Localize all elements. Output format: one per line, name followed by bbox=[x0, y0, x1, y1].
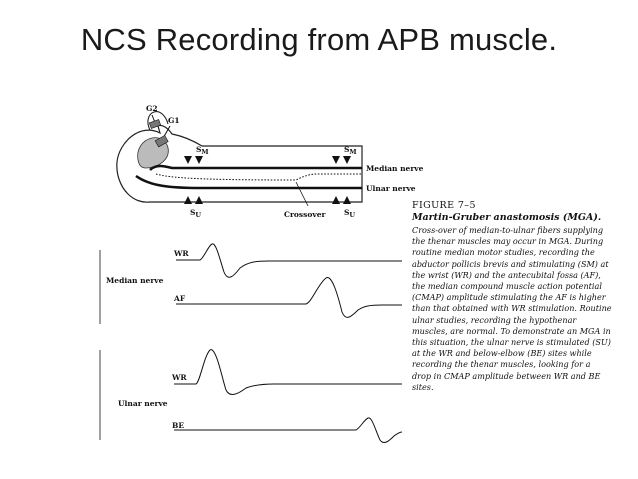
trace-median-wr bbox=[176, 243, 402, 278]
median-nerve-label: Median nerve bbox=[366, 164, 424, 173]
median-wr-label: WR bbox=[173, 249, 189, 258]
stim-ulnar-elbow: SU bbox=[332, 196, 355, 219]
ulnar-group-label: Ulnar nerve bbox=[118, 399, 168, 408]
caption-subtitle: Martin-Gruber anastomosis (MGA). bbox=[412, 212, 602, 223]
hand-outline bbox=[116, 124, 363, 203]
stim-ulnar-wrist: SU bbox=[184, 196, 203, 219]
svg-text:SM: SM bbox=[344, 145, 357, 156]
electrode-g2-label: G2 bbox=[146, 104, 158, 113]
stim-median-wrist: SM bbox=[184, 145, 209, 164]
crossover-fibers bbox=[155, 173, 362, 181]
electrode-g1-label: G1 bbox=[168, 116, 180, 125]
caption-body: Cross-over of median-to-ulnar fibers sup… bbox=[412, 225, 612, 392]
figure-caption: FIGURE 7–5 Martin-Gruber anastomosis (MG… bbox=[412, 200, 612, 393]
slide-title: NCS Recording from APB muscle. bbox=[80, 22, 558, 57]
svg-text:SU: SU bbox=[344, 208, 355, 219]
ulnar-be-label: BE bbox=[172, 421, 184, 430]
trace-ulnar-wr bbox=[174, 349, 402, 395]
electrode-g1: G1 bbox=[154, 116, 180, 148]
crossover-label: Crossover bbox=[284, 210, 327, 219]
median-af-label: AF bbox=[173, 294, 186, 303]
trace-ulnar-be bbox=[174, 417, 403, 443]
crossover-pointer bbox=[295, 181, 309, 207]
caption-heading: FIGURE 7–5 bbox=[412, 200, 476, 211]
median-group-label: Median nerve bbox=[106, 276, 164, 285]
ulnar-wr-label: WR bbox=[171, 373, 187, 382]
ulnar-nerve bbox=[135, 174, 362, 190]
trace-median-af bbox=[176, 277, 402, 318]
stim-median-elbow: SM bbox=[332, 145, 357, 164]
thumb-outline bbox=[147, 111, 169, 131]
electrode-g2: G2 bbox=[146, 104, 162, 129]
ulnar-nerve-label: Ulnar nerve bbox=[366, 184, 416, 193]
svg-text:SU: SU bbox=[190, 208, 201, 219]
svg-text:SM: SM bbox=[196, 145, 209, 156]
median-nerve bbox=[149, 164, 362, 171]
